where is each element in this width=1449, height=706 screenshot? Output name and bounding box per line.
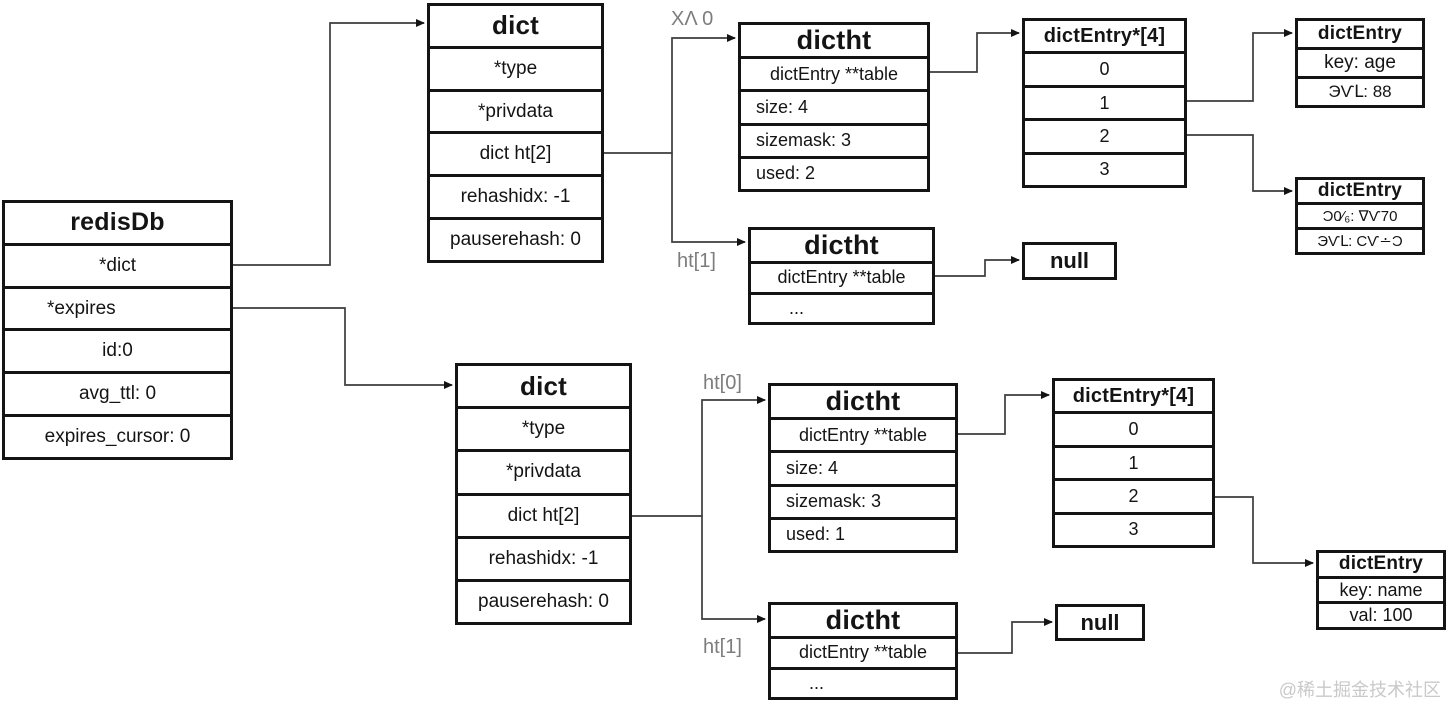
field-ellipsis: ... xyxy=(751,291,932,323)
field-val-garbled: ЭѴԼ: ϹѴ∸Ͻ xyxy=(1298,227,1422,252)
dictht-title: dictht xyxy=(741,25,927,59)
dictentry-title: dictEntry xyxy=(1319,553,1443,579)
field-used: used: 1 xyxy=(771,516,955,550)
field-sizemask: sizemask: 3 xyxy=(771,483,955,517)
field-used: used: 2 xyxy=(741,155,927,189)
field-key-garbled: Ͻ0⁄₆: ∇Ѵ70 xyxy=(1322,208,1398,225)
field-dict-ht: dict ht[2] xyxy=(458,492,629,536)
connector-arraytop-entry-obfuscated xyxy=(1187,134,1293,195)
field-val-garbled: ЭѴԼ: 88 xyxy=(1298,76,1422,105)
null-box-bottom: null xyxy=(1055,604,1145,641)
dictentry-array-title: dictEntry*[4] xyxy=(1055,381,1212,415)
connector-ht0top-array xyxy=(930,29,1020,73)
dictentry-title: dictEntry xyxy=(1298,180,1422,205)
dictht-title: dictht xyxy=(771,605,955,639)
connector-arraybottom-entry-name xyxy=(1215,496,1314,567)
field-expires-cursor: expires_cursor: 0 xyxy=(5,414,230,457)
box-dictht-bottom-ht1: dictht dictEntry **table ... xyxy=(768,602,958,700)
null-box-top: null xyxy=(1022,242,1117,280)
field-rehashidx: rehashidx: -1 xyxy=(458,535,629,579)
dictht-title: dictht xyxy=(751,230,932,264)
null-label: null xyxy=(1049,248,1090,273)
watermark: @稀土掘金技术社区 xyxy=(1278,680,1441,700)
field-ellipsis: ... xyxy=(771,666,955,698)
bucket-0: 0 xyxy=(1128,419,1139,440)
box-dictht-bottom-ht0: dictht dictEntry **table size: 4 sizemas… xyxy=(768,383,958,553)
connector-arraytop-entry-age xyxy=(1187,29,1293,102)
dict-title: dict xyxy=(430,6,601,49)
dict-title: dict xyxy=(458,366,629,410)
connector-ht1top-null xyxy=(935,256,1020,277)
box-dictht-top-ht1: dictht dictEntry **table ... xyxy=(748,227,935,325)
field-dict-pointer: *dict xyxy=(99,254,136,276)
field-size: size: 4 xyxy=(771,450,955,483)
dictentry-title: dictEntry xyxy=(1298,21,1422,50)
field-key: key: name xyxy=(1339,579,1423,600)
box-dict-bottom: dict *type *privdata dict ht[2] rehashid… xyxy=(455,363,632,625)
connector-dictbottom-ht1 xyxy=(701,516,766,623)
bucket-2: 2 xyxy=(1055,478,1212,511)
bucket-2: 2 xyxy=(1025,118,1184,151)
bucket-3: 3 xyxy=(1025,151,1184,185)
box-redisdb: redisDb *dict *expires id:0 avg_ttl: 0 e… xyxy=(2,200,233,460)
box-dictentry-array-top: dictEntry*[4] 0 1 2 3 xyxy=(1022,18,1187,188)
bucket-3: 3 xyxy=(1055,511,1212,545)
bucket-0: 0 xyxy=(1099,59,1110,80)
field-table-pointer: dictEntry **table xyxy=(798,642,928,663)
connector-redisdb-dict-top xyxy=(233,19,425,266)
connector-ht1bottom-null xyxy=(958,618,1053,654)
label-ht0-bottom: ht[0] xyxy=(703,372,742,394)
field-privdata: *privdata xyxy=(430,88,601,132)
bucket-1: 1 xyxy=(1055,444,1212,478)
field-type: *type xyxy=(521,418,566,440)
null-label: null xyxy=(1080,609,1120,635)
field-avg-ttl: avg_ttl: 0 xyxy=(5,371,230,414)
label-ht1-bottom: ht[1] xyxy=(703,636,742,658)
field-dict-ht: dict ht[2] xyxy=(430,131,601,174)
box-dictentry-age: dictEntry key: age ЭѴԼ: 88 xyxy=(1295,18,1425,108)
box-dict-top: dict *type *privdata dict ht[2] rehashid… xyxy=(427,3,604,263)
field-table-pointer: dictEntry **table xyxy=(777,267,906,288)
bucket-1: 1 xyxy=(1025,84,1184,118)
label-ht0-top-garbled: XΛ 0 xyxy=(671,8,714,30)
connector-dicttop-ht0 xyxy=(604,34,736,154)
dictentry-array-title: dictEntry*[4] xyxy=(1025,21,1184,55)
connector-ht0bottom-array xyxy=(958,391,1050,435)
dictht-title: dictht xyxy=(771,386,955,420)
label-ht1-top: ht[1] xyxy=(677,250,716,272)
field-rehashidx: rehashidx: -1 xyxy=(430,174,601,217)
connector-redisdb-dict-bottom xyxy=(233,307,453,389)
field-val: val: 100 xyxy=(1319,601,1443,627)
box-dictentry-obfuscated: dictEntry Ͻ0⁄₆: ∇Ѵ70 ЭѴԼ: ϹѴ∸Ͻ xyxy=(1295,177,1425,255)
redisdb-title: redisDb xyxy=(5,203,230,246)
field-pauserehash: pauserehash: 0 xyxy=(430,217,601,260)
field-table-pointer: dictEntry **table xyxy=(798,424,928,445)
field-size: size: 4 xyxy=(741,89,927,122)
field-expires-pointer: *expires xyxy=(5,285,230,329)
field-privdata: *privdata xyxy=(458,449,629,492)
box-dictht-top-ht0: dictht dictEntry **table size: 4 sizemas… xyxy=(738,22,930,192)
field-id: id:0 xyxy=(5,328,230,371)
box-dictentry-name: dictEntry key: name val: 100 xyxy=(1316,550,1446,630)
field-pauserehash: pauserehash: 0 xyxy=(458,578,629,622)
box-dictentry-array-bottom: dictEntry*[4] 0 1 2 3 xyxy=(1052,378,1215,548)
connector-dictbottom-ht0 xyxy=(632,396,766,517)
field-key: key: age xyxy=(1324,52,1396,73)
field-table-pointer: dictEntry **table xyxy=(769,63,899,84)
field-type: *type xyxy=(493,57,538,79)
connector-dicttop-ht1 xyxy=(671,153,746,246)
field-sizemask: sizemask: 3 xyxy=(741,122,927,156)
